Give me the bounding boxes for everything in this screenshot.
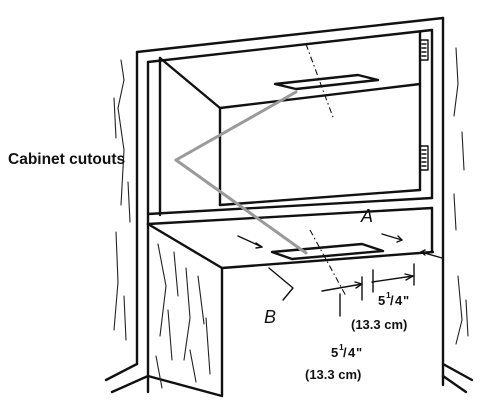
dim-right-denominator: 4 <box>395 293 403 308</box>
cabinet-bottom-edge <box>146 196 434 226</box>
dim-right-whole: 5 <box>378 293 385 308</box>
callout-leaders <box>174 90 308 255</box>
cabinet-cutouts-label: Cabinet cutouts <box>8 151 125 168</box>
wood-grain-right <box>453 47 469 345</box>
dimension-left-label: 5 1 / 4 " (13.3 cm) <box>305 342 362 382</box>
dim-left-whole: 5 <box>331 345 338 360</box>
dimension-right-label: 5 1 / 4 " (13.3 cm) <box>351 290 409 332</box>
dim-left-inch: " <box>356 345 362 360</box>
right-side-frame <box>430 16 445 387</box>
dim-right-slash: / <box>390 293 394 308</box>
dim-left-denominator: 4 <box>348 345 356 360</box>
dim-right-numerator: 1 <box>386 290 391 300</box>
wood-grain-left <box>113 59 211 389</box>
upper-cabinet-box <box>158 30 429 217</box>
marker-a-label: A <box>360 206 373 226</box>
dim-right-inch: " <box>403 293 409 308</box>
dim-right-metric: (13.3 cm) <box>351 317 407 332</box>
dimension-lines <box>237 233 443 317</box>
dim-left-numerator: 1 <box>339 342 344 352</box>
left-side-frame <box>135 16 445 366</box>
upper-hinge-icon <box>419 39 429 61</box>
dim-left-metric: (13.3 cm) <box>305 367 361 382</box>
dim-left-slash: / <box>343 345 347 360</box>
lower-hinge-icon <box>419 145 429 171</box>
upper-cabinet-cutout <box>273 43 380 121</box>
marker-b-label: B <box>264 307 276 327</box>
lower-counter-cutout <box>270 229 385 297</box>
lower-base-box <box>104 206 474 398</box>
